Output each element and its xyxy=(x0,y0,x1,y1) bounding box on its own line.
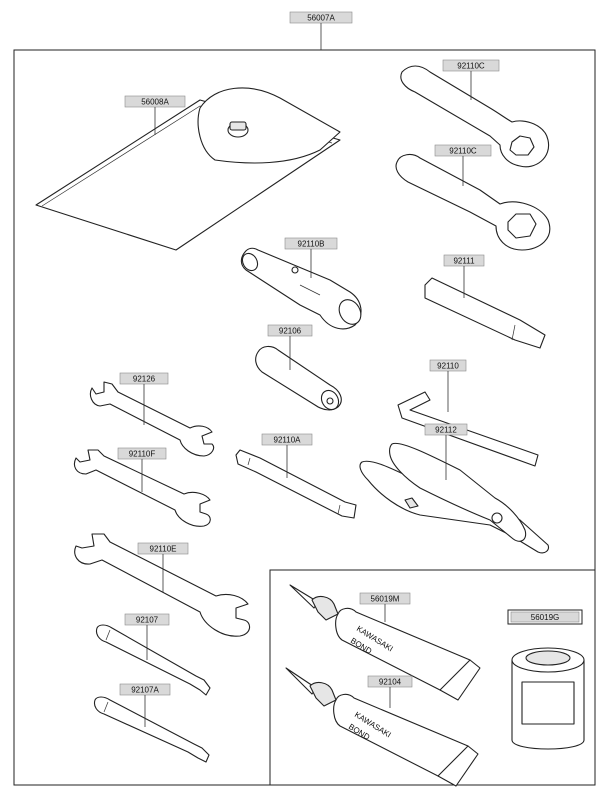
svg-text:92110: 92110 xyxy=(437,362,459,371)
extension-bar xyxy=(424,277,546,349)
bond-can xyxy=(511,647,585,750)
label-socket-wrench[interactable]: 92110B xyxy=(284,237,338,250)
svg-text:92111: 92111 xyxy=(453,257,475,266)
pliers xyxy=(359,442,549,554)
svg-text:92107: 92107 xyxy=(136,616,159,625)
label-bond-tube-lower[interactable]: 92104 xyxy=(367,675,413,688)
hex-key xyxy=(397,391,539,467)
ring-wrench-middle xyxy=(395,153,551,251)
svg-text:56008A: 56008A xyxy=(141,98,169,107)
label-pliers[interactable]: 92112 xyxy=(424,423,468,436)
svg-text:92110B: 92110B xyxy=(298,240,325,249)
bond-tube-upper: KAWASAKI BOND xyxy=(289,584,481,701)
screwdriver-bit-2 xyxy=(93,696,210,763)
open-wrench-small xyxy=(89,381,215,457)
svg-text:92106: 92106 xyxy=(279,327,302,336)
svg-text:92110F: 92110F xyxy=(129,450,156,459)
svg-text:92110C: 92110C xyxy=(457,62,485,71)
open-wrench-e xyxy=(74,533,251,637)
tool-pouch xyxy=(35,87,341,251)
svg-text:92110C: 92110C xyxy=(449,147,477,156)
svg-text:92104: 92104 xyxy=(379,678,402,687)
bond-tube-lower: KAWASAKI BOND xyxy=(285,667,479,787)
ring-wrench-top xyxy=(400,65,550,168)
label-bond-tube-upper[interactable]: 56019M xyxy=(359,592,411,605)
screwdriver-handle xyxy=(235,449,357,519)
label-ring-wrench-top[interactable]: 92110C xyxy=(442,59,500,72)
spark-plug-socket xyxy=(255,345,342,411)
screwdriver-bit-1 xyxy=(95,624,211,696)
svg-text:56019M: 56019M xyxy=(371,595,400,604)
label-extension-bar[interactable]: 92111 xyxy=(443,254,485,267)
label-open-wrench-small[interactable]: 92126 xyxy=(119,372,169,385)
label-open-wrench-e[interactable]: 92110E xyxy=(137,542,189,555)
svg-text:56007A: 56007A xyxy=(307,14,335,23)
svg-text:92107A: 92107A xyxy=(131,686,159,695)
svg-text:92112: 92112 xyxy=(435,426,457,435)
label-screwdriver-bit-1[interactable]: 92107 xyxy=(124,613,170,626)
label-open-wrench-f[interactable]: 92110F xyxy=(117,447,167,460)
svg-text:56019G: 56019G xyxy=(531,613,559,622)
label-hex-key[interactable]: 92110 xyxy=(429,359,467,372)
label-spark-plug-socket[interactable]: 92106 xyxy=(267,324,313,337)
kit-frame xyxy=(13,49,596,786)
svg-text:92110E: 92110E xyxy=(150,545,177,554)
label-bond-can[interactable]: 56019G xyxy=(507,609,583,625)
svg-text:92126: 92126 xyxy=(133,375,156,384)
svg-text:92110A: 92110A xyxy=(274,436,302,445)
label-screwdriver-handle[interactable]: 92110A xyxy=(261,433,313,446)
socket-wrench xyxy=(240,247,362,330)
label-pouch[interactable]: 56008A xyxy=(124,95,186,108)
label-main-kit[interactable]: 56007A xyxy=(289,11,353,24)
label-ring-wrench-middle[interactable]: 92110C xyxy=(434,144,492,157)
label-screwdriver-bit-2[interactable]: 92107A xyxy=(119,683,171,696)
